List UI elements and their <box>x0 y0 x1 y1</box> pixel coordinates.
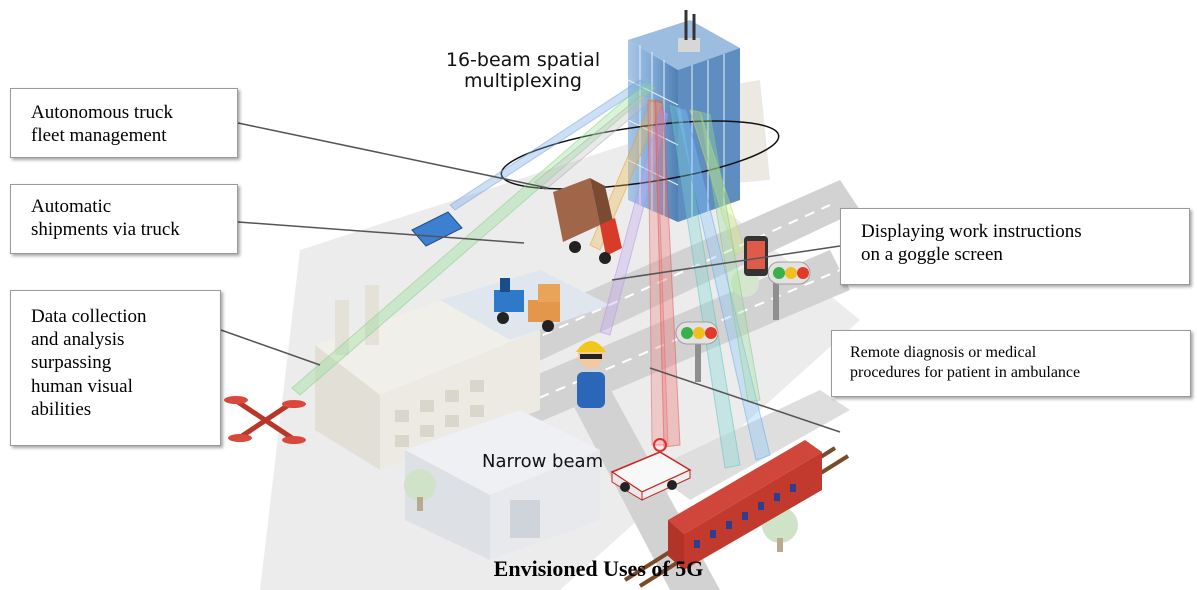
callout-line: Automatic <box>31 196 112 217</box>
callout-data-collection: Data collection and analysis surpassing … <box>10 290 221 446</box>
beam-multiplexing-ellipse <box>500 120 780 190</box>
worker-with-goggles-icon <box>576 341 606 408</box>
callout-line: Autonomous truck <box>31 102 173 123</box>
ambulance-icon <box>610 438 692 501</box>
callout-line: human visual <box>31 375 133 397</box>
callout-truck-fleet-management: Autonomous truck fleet management <box>10 88 238 158</box>
figure-caption: Envisioned Uses of 5G <box>493 556 704 581</box>
callout-line: on a goggle screen <box>861 244 1003 266</box>
drone-icon <box>224 396 306 444</box>
beam-multiplexing-label: 16-beam spatial multiplexing <box>433 49 613 93</box>
tablet-icon <box>411 211 463 247</box>
callout-line: Displaying work instructions <box>861 221 1082 242</box>
callout-ambulance-diagnosis: Remote diagnosis or medical procedures f… <box>831 330 1191 397</box>
beam-label-line: 16-beam spatial <box>445 49 601 71</box>
callout-line: shipments via truck <box>31 219 180 241</box>
callout-line: procedures for patient in ambulance <box>850 363 1081 381</box>
radio-beams <box>291 79 771 469</box>
train-icon <box>623 440 850 588</box>
callout-line: and analysis <box>31 329 125 351</box>
forklift-icon <box>494 278 560 332</box>
callout-line: surpassing <box>31 352 112 374</box>
callout-line: fleet management <box>31 125 167 147</box>
callout-automatic-shipments: Automatic shipments via truck <box>10 184 238 254</box>
traffic-light-icon <box>675 261 811 382</box>
loading-platform <box>440 270 610 340</box>
callout-line: Remote diagnosis or medical <box>850 344 1037 361</box>
callout-goggle-instructions: Displaying work instructions on a goggle… <box>840 208 1190 285</box>
callout-line: abilities <box>31 398 92 420</box>
smartphone-icon <box>744 236 768 276</box>
truck-icon <box>553 178 622 264</box>
callout-line: Data collection <box>31 306 147 327</box>
callout-leader-lines <box>220 122 841 433</box>
beam-label-line: multiplexing <box>464 70 582 93</box>
narrow-beam-label: Narrow beam <box>482 451 604 472</box>
